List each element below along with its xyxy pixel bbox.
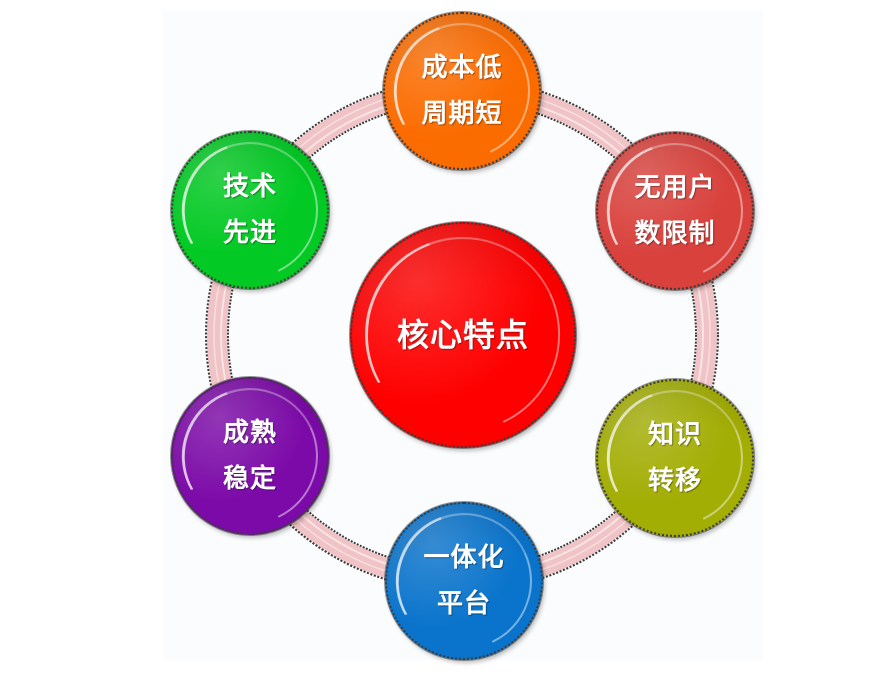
- center-node-core-features: 核心特点: [350, 222, 576, 448]
- center-label: 核心特点: [396, 316, 529, 354]
- node-label-line-1: 成熟: [222, 418, 277, 448]
- node-label-line-1: 一体化: [423, 543, 505, 573]
- node-label-line-2: 数限制: [634, 219, 716, 249]
- node-label-line-1: 技术: [222, 172, 277, 202]
- node-integrated-platform: 一体化 平台: [385, 502, 543, 660]
- node-label-line-1: 无用户: [634, 173, 716, 203]
- node-knowledge-transfer: 知识 转移: [596, 379, 754, 537]
- node-label-line-2: 稳定: [222, 464, 277, 494]
- node-advanced-technology: 技术 先进: [171, 131, 329, 289]
- node-label-line-1: 成本低: [421, 53, 503, 83]
- node-label-line-2: 平台: [436, 589, 491, 619]
- node-label-line-1: 知识: [647, 420, 702, 450]
- node-no-user-limit: 无用户 数限制: [596, 132, 754, 290]
- node-label-line-2: 周期短: [421, 99, 503, 129]
- node-label-line-2: 先进: [222, 218, 277, 248]
- node-low-cost-short-cycle: 成本低 周期短: [383, 12, 541, 170]
- node-mature-stable: 成熟 稳定: [171, 377, 329, 535]
- node-label-line-2: 转移: [647, 466, 702, 496]
